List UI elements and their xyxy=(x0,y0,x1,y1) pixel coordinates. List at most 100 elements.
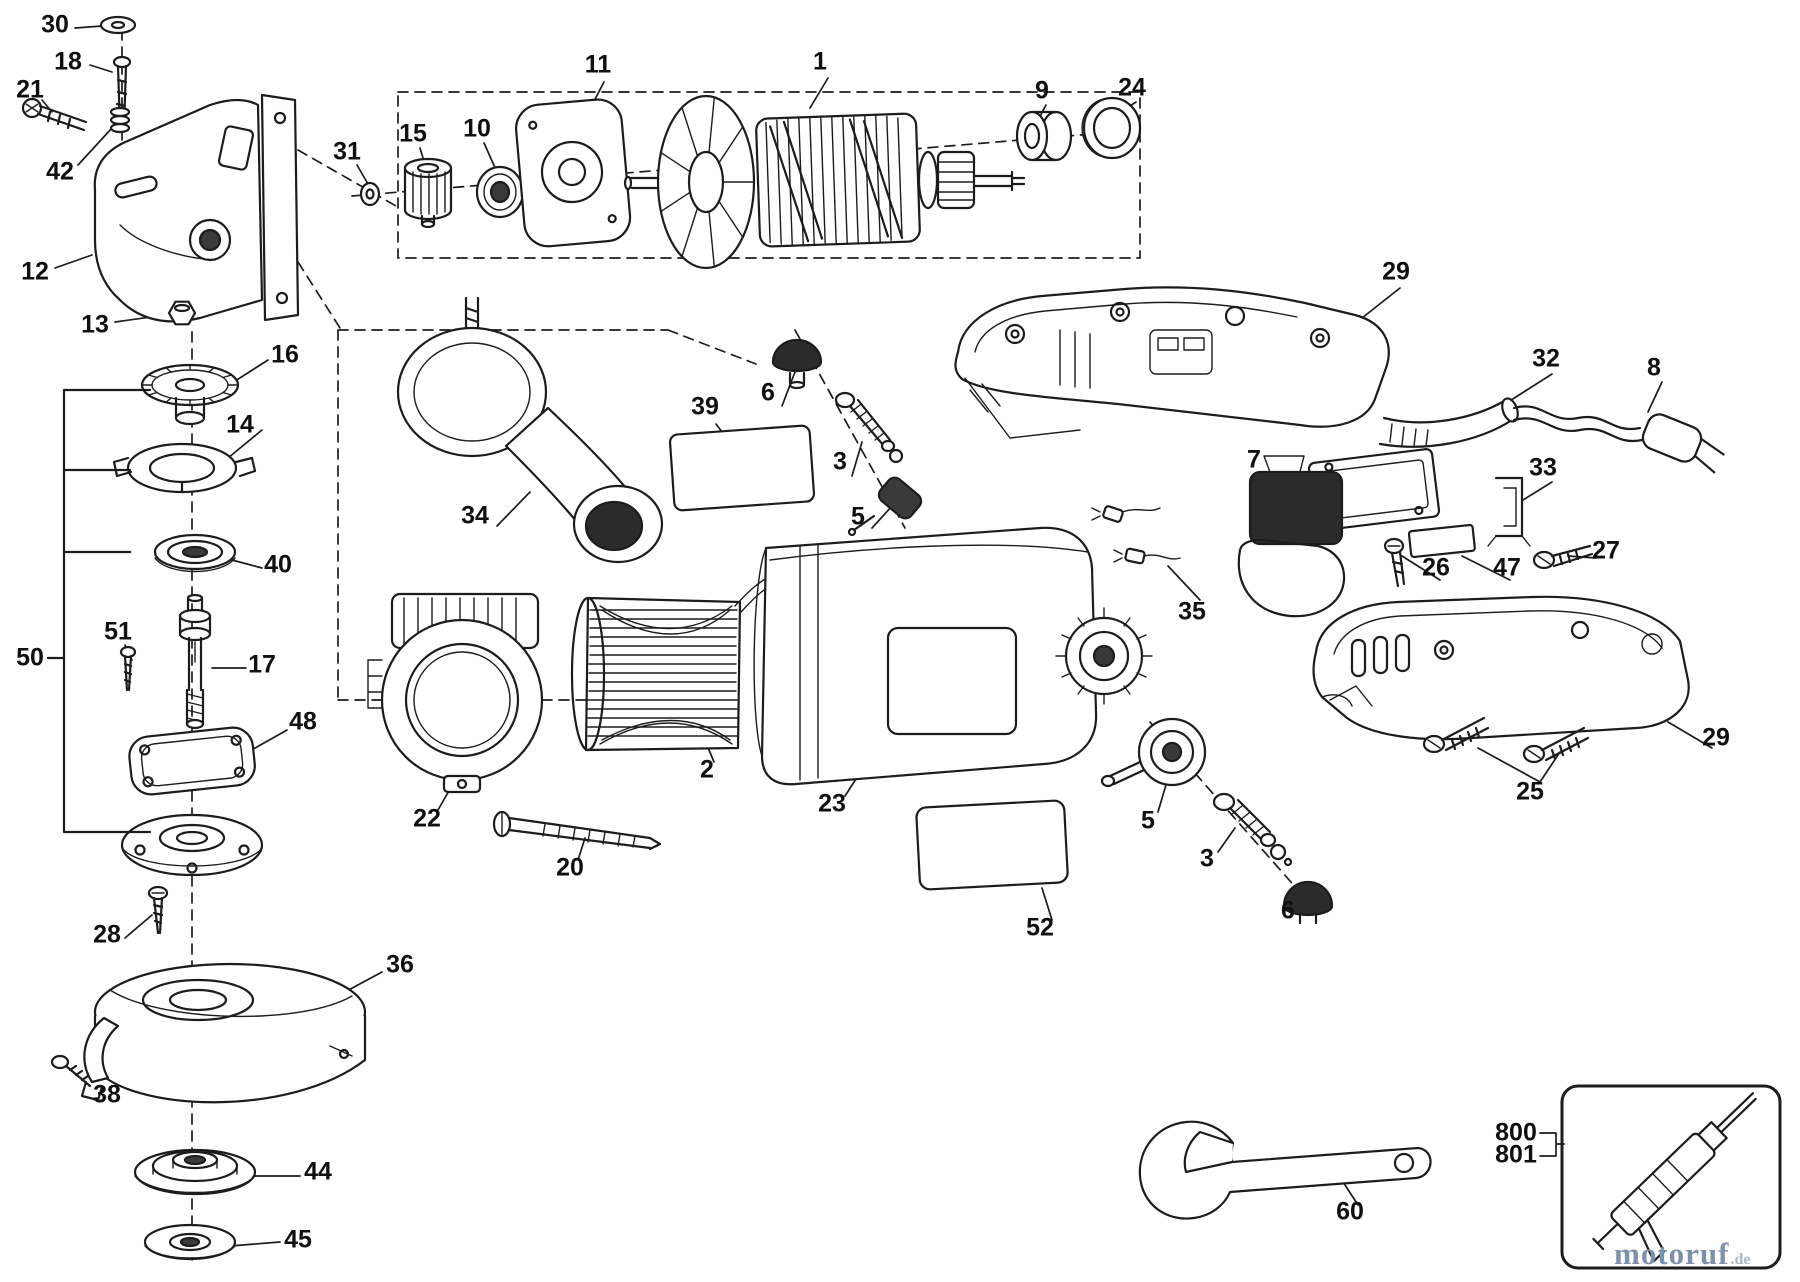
spring-washers-42 xyxy=(109,106,131,134)
part-label-26: 26 xyxy=(1422,553,1450,582)
brush-cap-6-lower xyxy=(1282,880,1334,925)
part-label-12: 12 xyxy=(21,257,49,286)
watermark: motoruf.de xyxy=(1614,1236,1750,1272)
bevel-gear-16 xyxy=(140,363,240,426)
part-label-20: 20 xyxy=(556,853,584,882)
brush-spring-3-lower xyxy=(1212,792,1293,867)
part-label-9: 9 xyxy=(1035,76,1049,105)
part-label-1: 1 xyxy=(813,47,827,76)
part-label-31: 31 xyxy=(333,137,361,166)
screw-51 xyxy=(119,645,137,692)
outer-flange-44 xyxy=(133,1148,257,1196)
screw-26 xyxy=(1383,537,1406,588)
part-label-11: 11 xyxy=(584,50,612,79)
part-label-40: 40 xyxy=(264,550,292,579)
brush-spring-3-upper xyxy=(834,391,904,464)
screw-18 xyxy=(112,55,132,130)
part-label-52: 52 xyxy=(1026,913,1054,942)
watermark-brand: motoruf xyxy=(1614,1236,1730,1271)
nameplate-39 xyxy=(668,424,816,512)
side-handle-34 xyxy=(396,296,664,564)
brush-holder-5-upper xyxy=(847,476,923,537)
gear-housing xyxy=(93,93,300,323)
part-label-45: 45 xyxy=(284,1225,312,1254)
wheel-guard-36 xyxy=(93,962,367,1104)
bearing-9 xyxy=(1015,110,1073,162)
nut-13 xyxy=(167,300,197,326)
pinion-gear-15 xyxy=(403,157,453,229)
clamp-nut-45 xyxy=(143,1223,237,1261)
part-label-27: 27 xyxy=(1592,536,1620,565)
part-label-60: 60 xyxy=(1336,1197,1364,1226)
part-label-51: 51 xyxy=(104,617,132,646)
part-label-39: 39 xyxy=(691,392,719,421)
part-label-47: 47 xyxy=(1493,553,1521,582)
part-label-6: 6 xyxy=(1281,896,1295,925)
assembly-bracket-50 xyxy=(46,388,152,834)
accessory-inset-box xyxy=(1560,1084,1782,1270)
part-label-17: 17 xyxy=(248,650,276,679)
part-label-7: 7 xyxy=(1247,445,1261,474)
part-label-10: 10 xyxy=(463,114,491,143)
part-label-5: 5 xyxy=(1141,806,1155,835)
part-label-34: 34 xyxy=(461,501,489,530)
field-coil-2 xyxy=(570,569,783,752)
cord-guard-32 xyxy=(1378,397,1519,448)
handle-shell-29-lower xyxy=(1312,595,1690,741)
part-label-32: 32 xyxy=(1532,344,1560,373)
part-label-6: 6 xyxy=(761,378,775,407)
part-label-35: 35 xyxy=(1178,597,1206,626)
screws-25 xyxy=(1422,716,1590,764)
part-label-29: 29 xyxy=(1382,257,1410,286)
bearing-10 xyxy=(475,165,525,219)
part-label-23: 23 xyxy=(818,789,846,818)
label-plate-47 xyxy=(1407,523,1476,559)
bearing-bracket-22 xyxy=(367,592,544,794)
part-label-13: 13 xyxy=(81,310,109,339)
handle-shell-29-upper xyxy=(954,286,1390,439)
screw-28 xyxy=(147,885,169,935)
power-cord-8 xyxy=(1512,405,1725,474)
armature-1 xyxy=(623,94,1026,270)
bearing-cap-24 xyxy=(1081,96,1142,160)
baffle-plate-11 xyxy=(514,98,632,248)
flange-plate xyxy=(120,813,264,877)
part-label-18: 18 xyxy=(54,47,82,76)
brush-cap-6-upper xyxy=(771,338,823,390)
part-label-3: 3 xyxy=(1200,844,1214,873)
part-label-21: 21 xyxy=(16,75,44,104)
wrench-60 xyxy=(1138,1120,1432,1220)
cord-clamp-33 xyxy=(1487,476,1531,547)
switch-7 xyxy=(1237,455,1346,618)
clamp-plate-14 xyxy=(112,442,257,494)
grease-applicator-800-801 xyxy=(1592,1092,1757,1263)
part-label-25: 25 xyxy=(1516,777,1544,806)
part-label-16: 16 xyxy=(271,340,299,369)
part-label-5: 5 xyxy=(851,502,865,531)
part-label-30: 30 xyxy=(41,10,69,39)
part-label-22: 22 xyxy=(413,804,441,833)
part-label-42: 42 xyxy=(46,157,74,186)
part-label-38: 38 xyxy=(93,1080,121,1109)
watermark-tld: .de xyxy=(1730,1251,1751,1268)
part-label-2: 2 xyxy=(700,755,714,784)
part-label-33: 33 xyxy=(1529,453,1557,482)
part-label-36: 36 xyxy=(386,950,414,979)
part-label-48: 48 xyxy=(289,707,317,736)
nameplate-52 xyxy=(915,799,1069,891)
gasket-48 xyxy=(128,726,256,796)
screw-21 xyxy=(21,97,88,132)
screw-27 xyxy=(1532,544,1594,570)
washer-30 xyxy=(99,15,137,35)
part-label-29: 29 xyxy=(1702,723,1730,752)
part-label-14: 14 xyxy=(226,410,254,439)
guard-clamp-38 xyxy=(50,1016,120,1102)
motor-housing-23 xyxy=(753,526,1153,786)
part-label-800: 800 xyxy=(1495,1118,1537,1147)
through-bolt-20 xyxy=(492,810,662,851)
part-label-801: 801 xyxy=(1495,1140,1537,1169)
part-label-50: 50 xyxy=(16,643,44,672)
part-label-8: 8 xyxy=(1647,353,1661,382)
